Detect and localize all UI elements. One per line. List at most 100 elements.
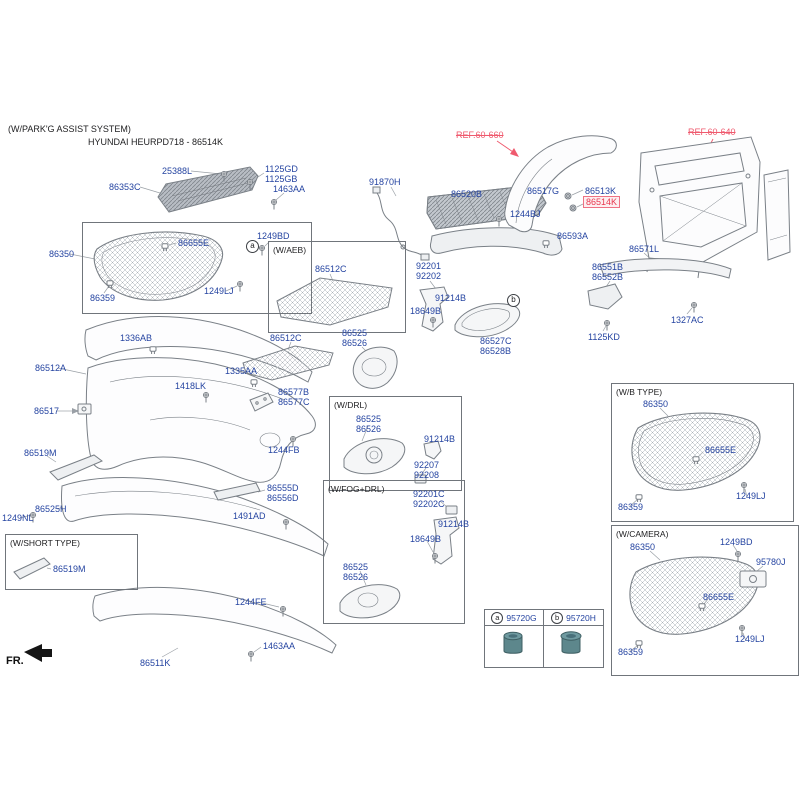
callout-a-table: a [491, 611, 504, 624]
part-label-86519m[interactable]: 86519M [53, 564, 86, 574]
part-label-86512c[interactable]: 86512C [270, 333, 302, 343]
w-fog-drl-box: (W/FOG+DRL) [323, 480, 465, 624]
part-label-1418lk[interactable]: 1418LK [175, 381, 207, 391]
part-label-1335aa[interactable]: 1335AA [225, 366, 258, 376]
part-label-86512c[interactable]: 86512C [315, 264, 347, 274]
part-label-1244bj[interactable]: 1244BJ [510, 209, 541, 219]
part-label-86526[interactable]: 86526 [343, 572, 369, 582]
part-label-86577b[interactable]: 86577B [278, 387, 310, 397]
fender-art [504, 135, 617, 233]
w-drl-box-label: (W/DRL) [334, 400, 368, 410]
part-label-1249bd[interactable]: 1249BD [257, 231, 290, 241]
part-label-86517g[interactable]: 86517G [527, 186, 560, 196]
part-label-95720h[interactable]: 95720H [566, 612, 596, 623]
fog-drl-lamp-art [339, 505, 460, 619]
main-grille-art [93, 231, 224, 301]
callout-a: a [246, 240, 259, 253]
part-label-1463aa[interactable]: 1463AA [273, 184, 306, 194]
part-label-1491ad[interactable]: 1491AD [233, 511, 266, 521]
part-label-86525[interactable]: 86525 [356, 414, 382, 424]
w-short-type-box: (W/SHORT TYPE) [5, 534, 138, 590]
part-label-86525h[interactable]: 86525H [35, 504, 67, 514]
part-label-92202[interactable]: 92202 [416, 271, 442, 281]
part-label-86571l[interactable]: 86571L [629, 244, 660, 254]
part-label-86655e[interactable]: 86655E [705, 445, 737, 455]
part-label-86593a[interactable]: 86593A [557, 231, 589, 241]
part-label-18649b[interactable]: 18649B [410, 306, 442, 316]
diagram-subtitle: HYUNDAI HEURPD718 - 86514K [88, 137, 224, 147]
part-label-1249nl[interactable]: 1249NL [2, 513, 34, 523]
part-label-91214b[interactable]: 91214B [424, 434, 456, 444]
part-label-92201c[interactable]: 92201C [413, 489, 445, 499]
part-label-95780j[interactable]: 95780J [756, 557, 786, 567]
part-label-1327ac[interactable]: 1327AC [671, 315, 704, 325]
part-label-91214b[interactable]: 91214B [438, 519, 470, 529]
part-label-91870h[interactable]: 91870H [369, 177, 401, 187]
part-label-86511k[interactable]: 86511K [140, 658, 171, 668]
wiring-harness-art [372, 186, 430, 261]
fog-lamp-art [352, 286, 521, 389]
part-label-86577c[interactable]: 86577C [278, 397, 310, 407]
w-fog-drl-box-label: (W/FOG+DRL) [328, 484, 385, 494]
part-label-86556d[interactable]: 86556D [267, 493, 299, 503]
front-direction-label: FR. [6, 655, 24, 667]
part-label-86513k[interactable]: 86513K [585, 186, 617, 196]
part-label-1244fe[interactable]: 1244FE [235, 597, 267, 607]
part-label-86655e[interactable]: 86655E [178, 238, 210, 248]
sensor-legend-cell-b: b 95720H [544, 610, 603, 626]
part-label-86528b[interactable]: 86528B [480, 346, 512, 356]
part-label-1463aa[interactable]: 1463AA [263, 641, 296, 651]
part-label-1249lj[interactable]: 1249LJ [735, 634, 765, 644]
sensor-legend-table: a 95720G b 95720H [484, 609, 604, 668]
part-label-86527c[interactable]: 86527C [480, 336, 512, 346]
part-label-95720g[interactable]: 95720G [506, 612, 537, 623]
part-label-86350[interactable]: 86350 [630, 542, 656, 552]
w-aeb-box: (W/AEB) [268, 241, 406, 333]
part-label-86552b[interactable]: 86552B [592, 272, 624, 282]
part-label-86526[interactable]: 86526 [356, 424, 382, 434]
part-label-1249bd[interactable]: 1249BD [720, 537, 753, 547]
part-label-86525[interactable]: 86525 [343, 562, 369, 572]
part-label-18649b[interactable]: 18649B [410, 534, 442, 544]
part-label-86520b[interactable]: 86520B [451, 189, 483, 199]
part-label-86359[interactable]: 86359 [618, 502, 644, 512]
part-label-1125gb[interactable]: 1125GB [265, 174, 298, 184]
part-label-86359[interactable]: 86359 [90, 293, 116, 303]
part-label-1125gd[interactable]: 1125GD [265, 164, 298, 174]
part-label-86519m[interactable]: 86519M [24, 448, 57, 458]
part-label-86359[interactable]: 86359 [618, 647, 644, 657]
part-label-86555d[interactable]: 86555D [267, 483, 299, 493]
sensor-legend-cell-a: a 95720G [485, 610, 544, 626]
part-label-86350[interactable]: 86350 [643, 399, 669, 409]
part-label-86512a[interactable]: 86512A [35, 363, 67, 373]
part-label-86353c[interactable]: 86353C [109, 182, 141, 192]
part-label-92208[interactable]: 92208 [414, 470, 440, 480]
ref-label-ref-60-640[interactable]: REF.60-640 [688, 127, 736, 137]
part-label-1125kd[interactable]: 1125KD [588, 332, 620, 342]
part-label-86525[interactable]: 86525 [342, 328, 368, 338]
park-sensor-parts-art [564, 192, 577, 212]
part-label-1249lj[interactable]: 1249LJ [736, 491, 766, 501]
part-label-86655e[interactable]: 86655E [703, 592, 735, 602]
part-label-1249lj[interactable]: 1249LJ [204, 286, 234, 296]
part-label-92202c[interactable]: 92202C [413, 499, 445, 509]
ref-label-ref-60-660[interactable]: REF.60-660 [456, 130, 504, 140]
part-label-92201[interactable]: 92201 [416, 261, 442, 271]
part-label-1336ab[interactable]: 1336AB [120, 333, 153, 343]
part-label-25388l[interactable]: 25388L [162, 166, 193, 176]
part-label-1244fb[interactable]: 1244FB [268, 445, 300, 455]
part-label-86551b[interactable]: 86551B [592, 262, 624, 272]
part-label-86350[interactable]: 86350 [49, 249, 75, 259]
sensor-a-image-cell [485, 626, 544, 667]
part-label-86514k[interactable]: 86514K [583, 196, 621, 208]
callout-b-table: b [551, 611, 564, 624]
arrow-86517 [72, 408, 79, 414]
cover-strip-art [587, 258, 732, 310]
w-camera-box-label: (W/CAMERA) [616, 529, 669, 539]
part-label-86517[interactable]: 86517 [34, 406, 60, 416]
part-label-91214b[interactable]: 91214B [435, 293, 467, 303]
part-label-86526[interactable]: 86526 [342, 338, 368, 348]
part-label-92207[interactable]: 92207 [414, 460, 440, 470]
